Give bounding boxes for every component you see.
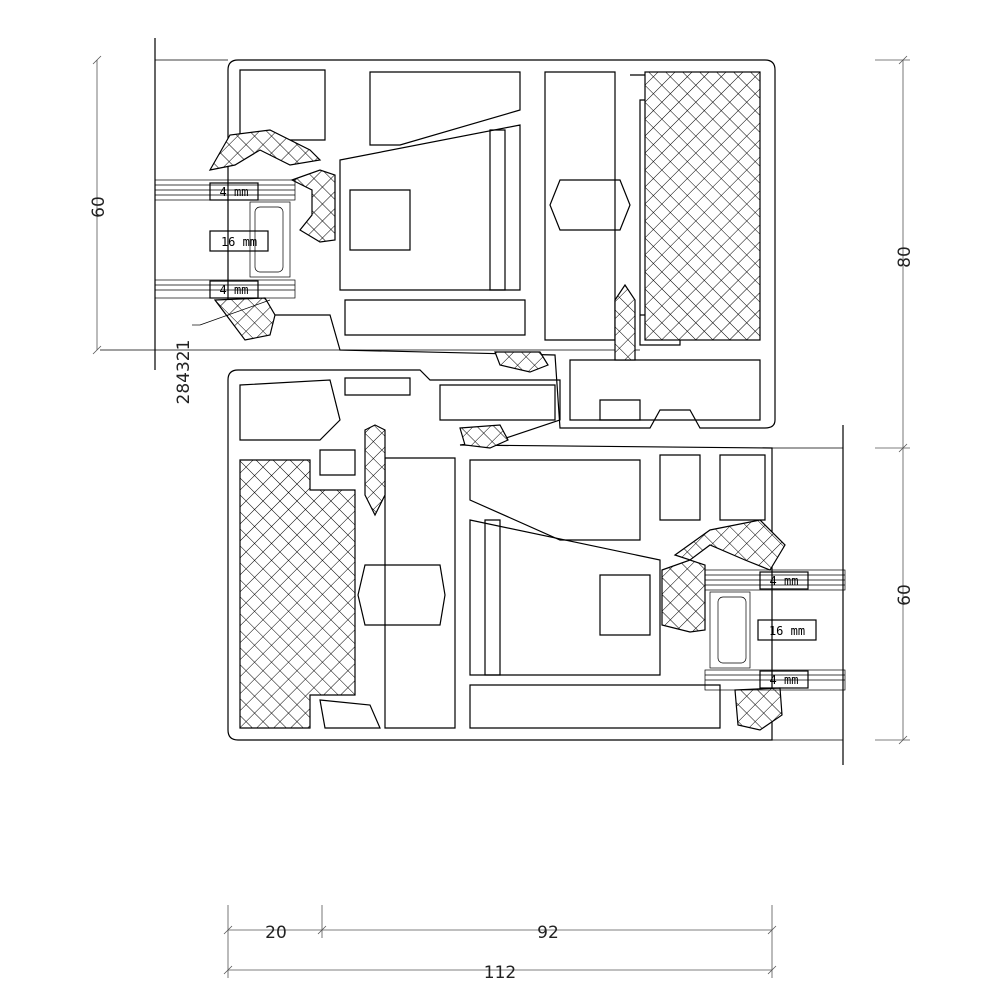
bottom-glazing-unit — [704, 569, 846, 691]
upper-screw — [614, 283, 636, 361]
bottom-inner-gasket — [661, 559, 706, 633]
dimension-bottom-total-width: 112 — [484, 963, 516, 983]
bottom-lower-gasket — [734, 687, 783, 731]
dimension-lines — [92, 55, 910, 978]
dimension-bottom-left-width: 20 — [265, 923, 287, 943]
top-cavity-label: 16 mm — [221, 235, 257, 249]
bottom-cavity-tag — [757, 619, 817, 641]
top-inner-gasket — [290, 169, 336, 243]
lower-screw — [364, 424, 386, 517]
bottom-inner-pane-label: 4 mm — [770, 673, 799, 687]
top-outer-pane-label: 4 mm — [220, 185, 249, 199]
top-outer-pane-tag — [209, 182, 259, 201]
bottom-inner-pane-tag — [759, 670, 809, 689]
center-gasket-upper — [494, 351, 549, 373]
bottom-outer-pane-tag — [759, 571, 809, 590]
top-inner-pane-tag — [209, 280, 259, 299]
bottom-outer-pane-label: 4 mm — [770, 574, 799, 588]
top-outer-gasket — [208, 129, 322, 171]
bottom-cavity-label: 16 mm — [769, 624, 805, 638]
top-glazing-unit — [154, 179, 296, 326]
dimension-right-lower-height: 60 — [895, 584, 915, 606]
dimension-left-height: 60 — [89, 196, 109, 218]
dimension-bottom-right-width: 92 — [537, 923, 559, 943]
reference-lines — [100, 38, 844, 765]
center-gasket-lower — [459, 424, 509, 449]
top-bottom-gasket — [213, 297, 276, 341]
top-inner-pane-label: 4 mm — [220, 283, 249, 297]
lower-insulation-block — [239, 459, 356, 729]
upper-insulation-block — [644, 71, 761, 341]
part-number-label: 284321 — [174, 340, 194, 405]
top-cavity-tag — [209, 230, 269, 252]
dimension-right-upper-height: 80 — [895, 246, 915, 268]
